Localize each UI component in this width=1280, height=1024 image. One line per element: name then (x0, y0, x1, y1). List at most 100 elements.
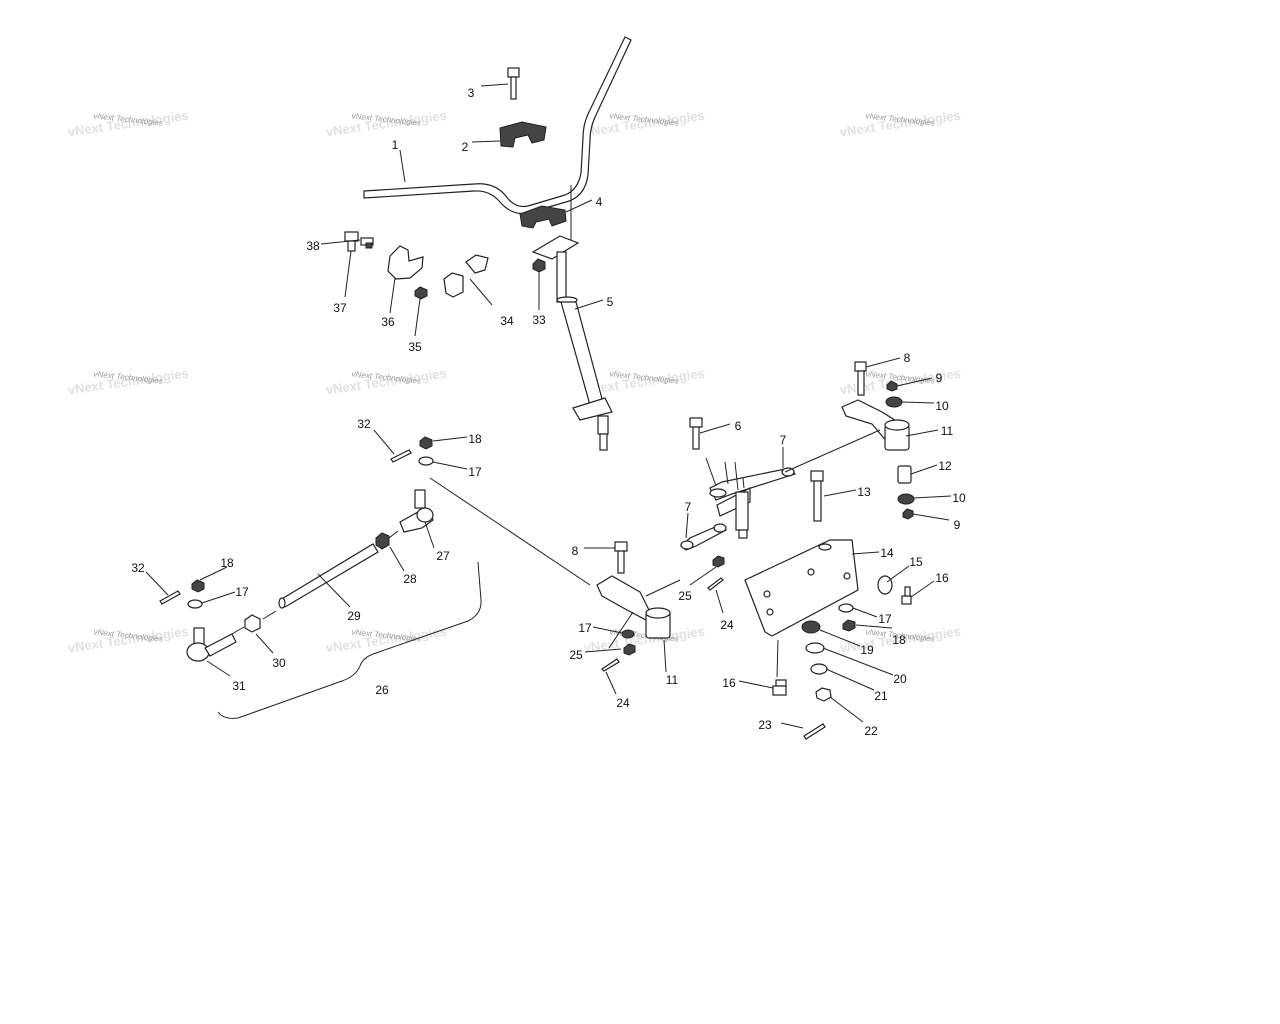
callout-18: 18 (468, 432, 482, 446)
leader-line-31 (206, 660, 231, 677)
seal-ring (805, 642, 825, 654)
leader-line-3 (480, 83, 509, 87)
callout-20: 20 (893, 672, 907, 686)
leader-line-11 (663, 639, 667, 673)
callout-25: 25 (569, 648, 583, 662)
bracket-bolt (810, 470, 824, 522)
callout-9: 9 (954, 518, 961, 532)
leader-line-15 (886, 565, 910, 583)
callout-11: 11 (666, 673, 679, 687)
cotter-pin-lower (803, 723, 826, 740)
leader-line-11 (905, 429, 939, 437)
callout-18: 18 (220, 556, 234, 570)
drag-link-upper (709, 467, 797, 501)
leader-line-13 (823, 489, 857, 497)
leader-line-29 (317, 573, 351, 608)
leader-line-2 (471, 140, 501, 143)
leader-line-17 (852, 607, 878, 618)
leader-line-28 (389, 546, 405, 572)
callout-4: 4 (596, 195, 603, 209)
callout-18: 18 (892, 633, 906, 647)
castle-nut-left (623, 643, 636, 656)
steering-column (531, 235, 613, 451)
callout-30: 30 (272, 656, 286, 670)
leader-line-1 (399, 149, 406, 183)
leader-line-5 (574, 299, 604, 310)
leader-line-37 (344, 250, 352, 298)
callout-1: 1 (392, 138, 399, 152)
callout-14: 14 (880, 546, 894, 560)
callout-24: 24 (616, 696, 630, 710)
tie-rod-washer-upper (418, 456, 434, 466)
bracket-nut (414, 286, 428, 300)
callout-10: 10 (952, 491, 966, 505)
callout-12: 12 (938, 459, 952, 473)
callout-24: 24 (720, 618, 734, 632)
mount-bolt (901, 586, 912, 605)
idler-nut-lower (902, 508, 914, 520)
leader-line-36 (389, 277, 396, 314)
callout-27: 27 (436, 549, 450, 563)
leader-line-16 (738, 680, 774, 689)
callout-37: 37 (333, 301, 347, 315)
callout-33: 33 (532, 313, 546, 327)
cable-clips (443, 254, 489, 298)
leader-line-12 (910, 464, 938, 475)
leader-line-17 (201, 591, 236, 604)
callout-17: 17 (878, 612, 892, 626)
leader-line-6 (699, 423, 731, 434)
leader-line-20 (822, 647, 894, 676)
callout-16: 16 (722, 676, 736, 690)
leader-line-25 (689, 566, 717, 586)
handlebar-clamp-bolt (507, 67, 520, 100)
leader-line-16 (910, 580, 935, 598)
tie-rod-bracket (217, 561, 482, 719)
lower-clamp (519, 205, 567, 229)
leader-line-4 (565, 199, 593, 213)
castle-nut-center (712, 555, 725, 568)
callout-2: 2 (462, 140, 469, 154)
lower-mount-bolt (772, 679, 787, 696)
leader-line-18 (199, 566, 228, 581)
callout-32: 32 (131, 561, 145, 575)
pivot-bushing (801, 620, 821, 634)
callout-8: 8 (572, 544, 579, 558)
leader-line-21 (825, 668, 875, 691)
callout-22: 22 (864, 724, 878, 738)
callout-16: 16 (935, 571, 949, 585)
leader-line-8 (865, 357, 901, 368)
leader-line-22 (829, 696, 864, 723)
upper-clamp (499, 121, 547, 148)
idler-bushing (885, 396, 903, 408)
callout-34: 34 (500, 314, 514, 328)
callout-10: 10 (935, 399, 949, 413)
tie-rod-assembly (159, 489, 434, 662)
idler-sleeve (897, 465, 912, 484)
leader-line-23 (780, 722, 804, 729)
steering-pivot (716, 487, 751, 539)
leader-line-18 (855, 624, 893, 629)
callout-35: 35 (408, 340, 422, 354)
callout-8: 8 (904, 351, 911, 365)
callout-7: 7 (780, 433, 787, 447)
callout-17: 17 (468, 465, 482, 479)
steering-mount-bracket (744, 539, 859, 637)
leader-line-18 (432, 436, 468, 442)
callout-26: 26 (375, 683, 389, 697)
callout-28: 28 (403, 572, 417, 586)
idler-bolt (854, 361, 867, 396)
leader-line-25 (584, 648, 622, 653)
mount-nut (842, 619, 856, 632)
leader-line-32 (373, 429, 395, 455)
callout-11: 11 (941, 424, 954, 438)
callout-38: 38 (306, 239, 320, 253)
leader-line-17 (432, 461, 468, 470)
leader-line-24 (715, 589, 724, 614)
cotter-pin-left (601, 658, 620, 672)
parts-layer (159, 36, 915, 740)
idler-arm (841, 399, 910, 451)
leader-line-27 (424, 521, 435, 549)
pitman-arm-bolt (614, 541, 628, 574)
idler-bushing-lower (897, 493, 915, 505)
